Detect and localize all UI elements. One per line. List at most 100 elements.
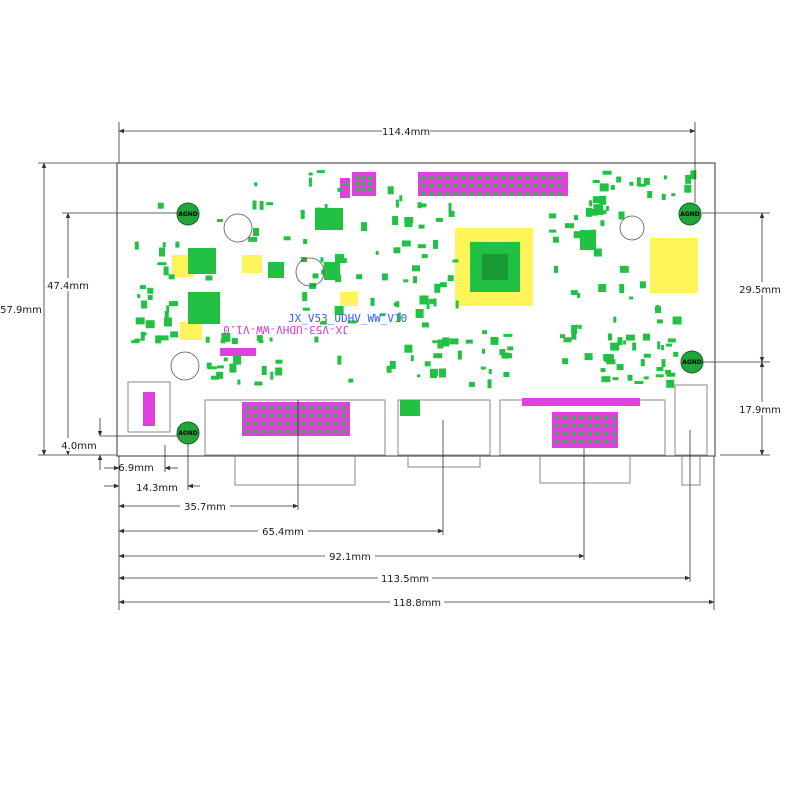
smd-pad bbox=[361, 222, 368, 232]
pin-pad bbox=[362, 176, 365, 179]
pin-pad bbox=[518, 192, 521, 195]
smd-pad bbox=[404, 217, 414, 223]
smd-pad bbox=[319, 321, 327, 325]
power-connector bbox=[127, 381, 171, 433]
pin-pad bbox=[558, 176, 561, 179]
smd-pad bbox=[638, 183, 646, 187]
pin-pad bbox=[604, 432, 607, 435]
pin-pad bbox=[556, 432, 559, 435]
smd-pad bbox=[435, 217, 443, 222]
pin-pad bbox=[542, 192, 545, 195]
pin-pad bbox=[254, 422, 257, 425]
smd-pad bbox=[667, 338, 676, 343]
smd-pad bbox=[163, 266, 169, 276]
smd-pad bbox=[393, 247, 401, 254]
pin-pad bbox=[462, 192, 465, 195]
pin-pad bbox=[502, 176, 505, 179]
smd-pad bbox=[592, 196, 601, 204]
smd-pad bbox=[159, 335, 169, 341]
smd-pad bbox=[643, 376, 649, 380]
smd-pad bbox=[283, 236, 291, 241]
smd-pad bbox=[439, 368, 446, 378]
pin-pad bbox=[368, 176, 371, 179]
smd-pad bbox=[421, 254, 428, 259]
pin-pad bbox=[430, 184, 433, 187]
smd-pad bbox=[600, 210, 607, 215]
pin-pad bbox=[342, 414, 345, 417]
pin-pad bbox=[550, 184, 553, 187]
smd-pad bbox=[270, 371, 274, 380]
smd-pad bbox=[253, 228, 259, 236]
smd-pad bbox=[643, 333, 650, 341]
pin-pad bbox=[262, 422, 265, 425]
smd-pad bbox=[157, 202, 164, 209]
smd-pad bbox=[452, 259, 459, 263]
smd-pad bbox=[437, 339, 444, 349]
smd-pad bbox=[395, 199, 399, 208]
smd-pad bbox=[386, 365, 392, 373]
yellow-region-6 bbox=[340, 292, 358, 306]
pin-pad bbox=[356, 188, 359, 191]
dim-35-7: 35.7mm bbox=[184, 502, 226, 513]
pin-pad bbox=[278, 414, 281, 417]
pin-pad bbox=[278, 406, 281, 409]
smd-pad bbox=[221, 332, 231, 342]
smd-pad bbox=[503, 353, 513, 359]
smd-pad bbox=[275, 367, 283, 376]
dim-height-47-4: 47.4mm bbox=[47, 281, 89, 292]
pin-pad bbox=[612, 416, 615, 419]
smd-pad bbox=[661, 193, 666, 200]
smd-pad bbox=[392, 216, 399, 226]
smd-pad bbox=[347, 320, 357, 324]
smd-pad bbox=[169, 301, 178, 307]
pin-pad bbox=[588, 440, 591, 443]
smd-pad bbox=[656, 367, 664, 371]
pin-pad bbox=[588, 416, 591, 419]
pin-pad bbox=[318, 430, 321, 433]
pin-pad bbox=[246, 406, 249, 409]
pin-pad bbox=[518, 184, 521, 187]
smd-pad bbox=[573, 231, 583, 239]
pin-pad bbox=[294, 422, 297, 425]
agnd-text: AGND bbox=[178, 211, 198, 218]
power-section bbox=[188, 208, 596, 416]
smd-pad bbox=[216, 219, 223, 222]
smd-pad bbox=[596, 208, 604, 215]
pin-pad bbox=[278, 422, 281, 425]
pin-pad bbox=[246, 422, 249, 425]
smd-pad bbox=[618, 211, 625, 220]
smd-pad bbox=[324, 204, 328, 209]
smd-pad bbox=[348, 378, 354, 383]
smd-pad bbox=[254, 182, 258, 187]
smd-pad bbox=[482, 348, 485, 354]
smd-pad bbox=[356, 274, 363, 280]
pin-pad bbox=[534, 176, 537, 179]
pin-pad bbox=[356, 176, 359, 179]
pin-pad bbox=[342, 430, 345, 433]
smd-pad bbox=[602, 170, 612, 175]
smd-pad bbox=[600, 368, 606, 372]
smd-pad bbox=[640, 359, 645, 367]
pin-pad bbox=[494, 184, 497, 187]
pin-pad bbox=[572, 424, 575, 427]
smd-pad bbox=[605, 206, 609, 211]
smd-pad bbox=[600, 220, 605, 227]
smd-pad bbox=[261, 366, 267, 375]
smd-pad bbox=[147, 295, 153, 300]
smd-pad bbox=[570, 290, 578, 296]
pin-pad bbox=[368, 188, 371, 191]
smd-pad bbox=[442, 337, 450, 347]
smd-pad bbox=[507, 346, 514, 351]
vga-pad-array bbox=[552, 412, 618, 448]
smd-pad bbox=[619, 265, 629, 273]
pin-pad bbox=[334, 414, 337, 417]
pin-pad bbox=[470, 184, 473, 187]
smd-pad bbox=[404, 222, 413, 228]
smd-pad bbox=[303, 239, 308, 244]
pin-pad bbox=[270, 414, 273, 417]
smd-pad bbox=[661, 359, 666, 368]
pin-pad bbox=[310, 414, 313, 417]
pin-pad bbox=[278, 430, 281, 433]
pin-pad bbox=[564, 432, 567, 435]
agnd-text: AGND bbox=[178, 430, 198, 437]
